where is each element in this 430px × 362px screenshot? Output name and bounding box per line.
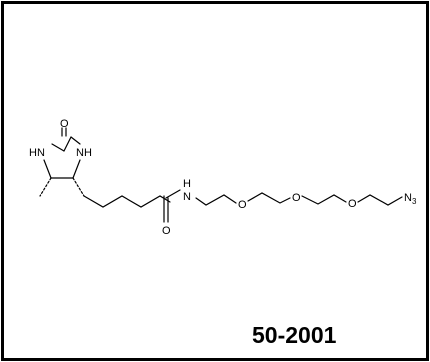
atom-azide-n: N [404,192,412,204]
bond [51,143,65,152]
bond [70,136,81,145]
peg-chain [247,192,291,204]
alkyl-chain [83,195,171,208]
atom-azide-subscript: 3 [412,197,417,206]
peg-chain [357,194,403,206]
bond [72,159,81,179]
atom-nh-left: HN [29,147,45,159]
atom-amide-n: N [183,191,191,203]
atom-ether-o-1: O [238,199,247,211]
bond [63,136,72,152]
bond [43,159,52,179]
atom-amide-h: H [183,178,191,190]
bond [165,189,181,199]
bond-hash [39,177,52,197]
catalog-number: 50-2001 [252,322,337,348]
atom-o-ring: O [60,118,69,130]
atom-ether-o-2: O [292,192,301,204]
atom-ether-o-3: O [348,198,357,210]
bond-hash [72,177,85,197]
peg-chain [195,194,237,206]
atom-amide-o: O [162,225,171,237]
atom-nh-right: NH [76,147,92,159]
peg-chain [301,194,347,205]
